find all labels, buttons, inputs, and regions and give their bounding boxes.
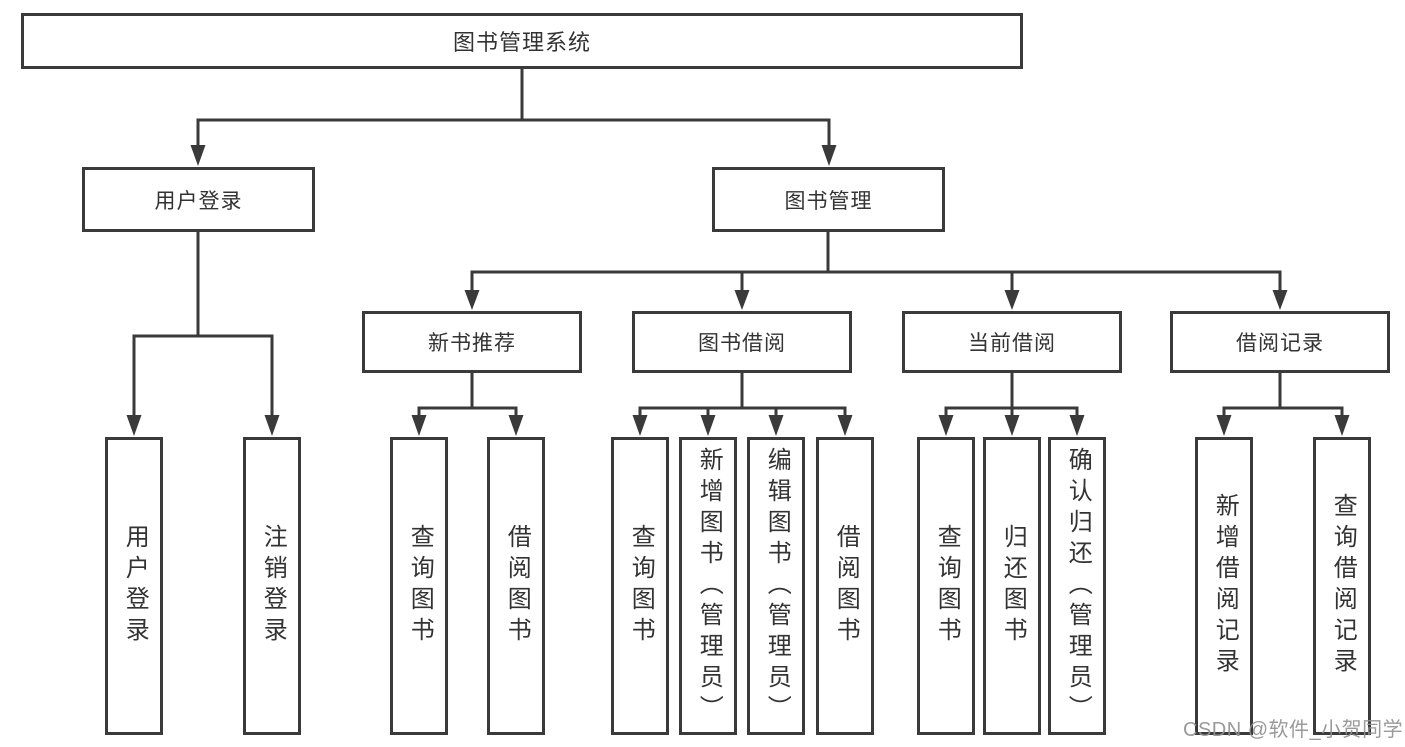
node-label: 用户登录	[121, 524, 149, 648]
arrow-icon	[837, 415, 853, 436]
arrowheads	[126, 145, 1350, 436]
leaf-add-borrow-record: 新增借阅记录	[1195, 437, 1253, 735]
arrow-icon	[411, 415, 427, 436]
arrow-icon	[1004, 290, 1020, 310]
connector-root-to-level1	[196, 69, 831, 147]
leaf-borrow-books: 借阅图书	[816, 437, 874, 735]
arrow-icon	[632, 415, 648, 436]
node-current-borrowing: 当前借阅	[902, 311, 1122, 373]
connector-book-management-children	[470, 232, 1282, 292]
arrow-icon	[1069, 415, 1085, 436]
node-label: 用户登录	[154, 189, 243, 213]
node-library-management-system: 图书管理系统	[21, 13, 1023, 69]
arrow-icon	[464, 290, 480, 310]
leaf-confirm-return-admin: 确认归还（管理员）	[1048, 437, 1106, 735]
node-label: 查询借阅记录	[1329, 493, 1357, 679]
node-book-borrowing: 图书借阅	[632, 311, 852, 373]
arrow-icon	[938, 415, 954, 436]
leaf-return-books: 归还图书	[983, 437, 1041, 735]
node-label: 确认归还（管理员）	[1064, 446, 1092, 726]
node-label: 图书借阅	[698, 332, 786, 355]
leaf-query-books-current: 查询图书	[917, 437, 975, 735]
node-label: 归还图书	[999, 524, 1027, 648]
node-label: 新增图书（管理员）	[695, 446, 723, 726]
leaf-borrow-books-recommend: 借阅图书	[487, 437, 545, 735]
arrow-icon	[126, 415, 142, 436]
node-book-management: 图书管理	[712, 167, 945, 232]
node-borrowing-records: 借阅记录	[1170, 311, 1390, 373]
arrow-icon	[1216, 415, 1232, 436]
node-label: 当前借阅	[968, 332, 1056, 355]
node-new-book-recommendation: 新书推荐	[362, 311, 582, 373]
connector-borrow-records-children	[1222, 373, 1344, 417]
arrow-icon	[264, 415, 280, 436]
leaf-add-books-admin: 新增图书（管理员）	[679, 437, 737, 735]
node-label: 借阅图书	[503, 524, 531, 648]
arrow-icon	[508, 415, 524, 436]
node-label: 借阅记录	[1236, 332, 1324, 355]
connector-user-login-children	[132, 232, 274, 417]
arrow-icon	[1004, 415, 1020, 436]
node-label: 查询图书	[933, 524, 961, 648]
leaf-query-borrow-record: 查询借阅记录	[1313, 437, 1371, 735]
leaf-logout: 注销登录	[243, 437, 301, 735]
arrow-icon	[700, 415, 716, 436]
node-label: 查询图书	[406, 524, 434, 648]
leaf-user-login: 用户登录	[105, 437, 163, 735]
csdn-watermark: CSDN @软件_小贺同学	[1183, 719, 1404, 741]
arrow-icon	[821, 145, 837, 166]
node-label: 注销登录	[259, 524, 287, 648]
node-label: 图书管理系统	[452, 30, 591, 55]
node-label: 查询图书	[627, 524, 655, 648]
arrow-icon	[734, 290, 750, 310]
node-label: 编辑图书（管理员）	[763, 446, 791, 726]
arrow-icon	[1334, 415, 1350, 436]
arrow-icon	[1272, 290, 1288, 310]
arrow-icon	[768, 415, 784, 436]
connector-book-borrow-children	[638, 373, 847, 417]
connector-new-book-children	[417, 373, 518, 417]
node-label: 借阅图书	[832, 524, 860, 648]
node-label: 新书推荐	[428, 332, 516, 355]
connector-current-borrow-children	[944, 373, 1079, 417]
leaf-query-books-borrow: 查询图书	[611, 437, 669, 735]
leaf-query-books-recommend: 查询图书	[390, 437, 448, 735]
node-user-login: 用户登录	[82, 167, 315, 232]
arrow-icon	[190, 145, 206, 166]
leaf-edit-books-admin: 编辑图书（管理员）	[747, 437, 805, 735]
node-label: 图书管理	[784, 189, 873, 213]
node-label: 新增借阅记录	[1211, 493, 1239, 679]
